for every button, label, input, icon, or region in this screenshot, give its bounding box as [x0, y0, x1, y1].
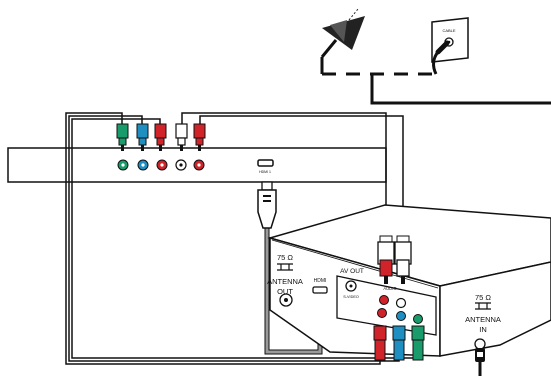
antenna-out: 75 Ω ANTENNA OUT [267, 253, 303, 307]
antenna-in-line1: ANTENNA [465, 315, 501, 324]
av-out-panel: AV OUT S-VIDEO AUDIO [336, 268, 437, 336]
tv-component-plugs [116, 123, 206, 151]
box-component-plugs [373, 325, 425, 361]
box-jack-white [395, 297, 407, 309]
wall-socket-label: CABLE [442, 28, 455, 33]
box-jack-green [413, 314, 423, 324]
cable-line [370, 74, 551, 105]
antenna-in: 75 Ω ANTENNA IN [465, 293, 501, 376]
tv-connector-panel: HDMI 1 [7, 147, 387, 183]
plug-red [154, 123, 167, 151]
antenna-in-ohm: 75 Ω [475, 293, 491, 302]
audio-label: AUDIO [383, 286, 397, 291]
box-jack-blue [396, 311, 406, 321]
box-jack-red-audio [379, 295, 389, 305]
svideo-label: S-VIDEO [343, 295, 359, 299]
plug-white [175, 123, 188, 151]
plug-blue [136, 123, 149, 151]
antenna-out-line2: OUT [277, 287, 293, 296]
box-hdmi: HDMI [312, 278, 328, 294]
plug-green [116, 123, 129, 151]
antenna-in-line2: IN [479, 325, 487, 334]
tv-hdmi-label: HDMI 1 [259, 170, 271, 174]
audio-cable-bundle [181, 112, 404, 236]
box-hdmi-label: HDMI [314, 278, 327, 284]
antenna-out-ohm: 75 Ω [277, 253, 293, 262]
cable-wall-socket: CABLE [431, 17, 469, 75]
av-out-label: AV OUT [340, 268, 364, 275]
antenna-out-line1: ANTENNA [267, 277, 303, 286]
box-audio-plugs [377, 235, 412, 284]
tv-hdmi-port [257, 159, 274, 167]
plug-red-audio [193, 123, 206, 151]
box-jack-red [377, 308, 387, 318]
satellite-dish-icon [320, 8, 365, 74]
